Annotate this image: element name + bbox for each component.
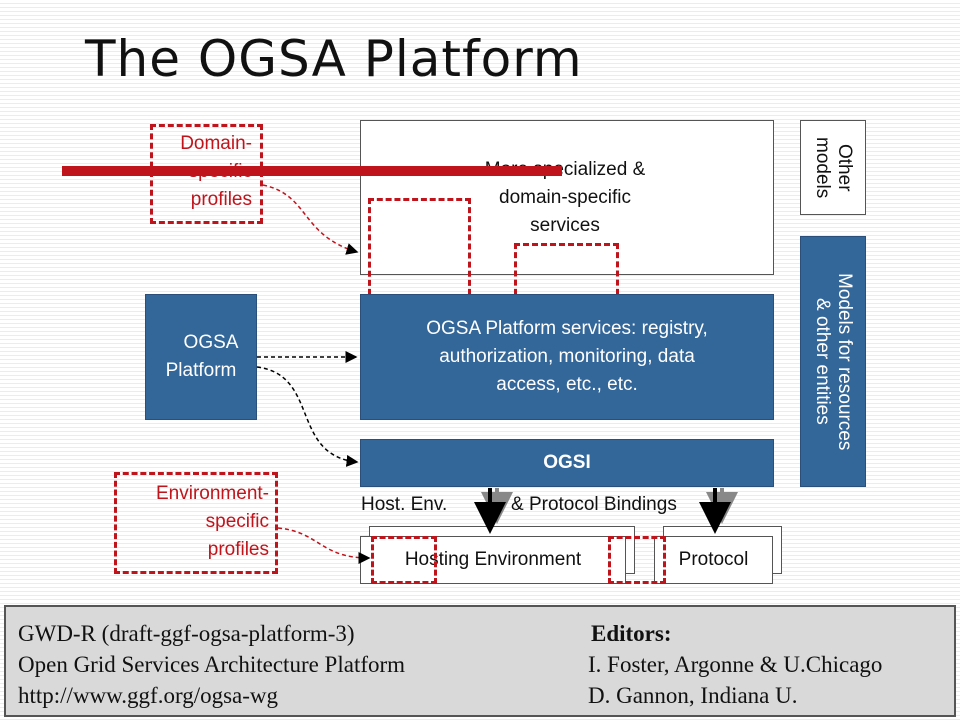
models-resources-box: Models for resources & other entities	[800, 236, 866, 487]
arrow-domain-to-services	[262, 184, 359, 255]
specialized-line3: services	[530, 215, 600, 236]
dashed-marker-protocol	[608, 536, 666, 584]
platform-services-box: OGSA Platform services: registry, author…	[360, 294, 774, 420]
footer-editor-2: D. Gannon, Indiana U.	[588, 683, 798, 708]
protocol-label: Protocol	[678, 549, 749, 570]
footer-doc-title: Open Grid Services Architecture Platform	[18, 652, 406, 677]
other-models-line2: models	[812, 136, 833, 199]
ogsa-platform-line1: OGSA	[183, 332, 239, 353]
ogsi-label: OGSI	[543, 452, 591, 473]
specialized-services-box	[360, 120, 774, 275]
env-profiles-line1: Environment-	[156, 483, 269, 504]
footer-doc-id: GWD-R (draft-ggf-ogsa-platform-3)	[18, 621, 355, 646]
arrow-env-to-hosting	[277, 527, 371, 564]
footer-panel: GWD-R (draft-ggf-ogsa-platform-3) Open G…	[4, 605, 956, 717]
host-env-label: Host. Env.	[361, 494, 448, 515]
page-title: The OGSA Platform	[85, 30, 583, 88]
ogsa-platform-box: OGSA Platform	[145, 294, 257, 420]
hosting-environment-label: Hosting Environment	[404, 549, 582, 570]
env-profiles-line3: profiles	[207, 539, 269, 560]
env-profiles-label: Environment- specific profiles	[114, 480, 269, 564]
red-highlight-bar	[62, 166, 562, 176]
footer-editor-1: I. Foster, Argonne & U.Chicago	[588, 652, 883, 677]
other-models-box: Other models	[800, 120, 866, 215]
footer-editors-label: Editors:	[591, 621, 672, 646]
protocol-bindings-label: & Protocol Bindings	[511, 494, 677, 515]
footer-url: http://www.ggf.org/ogsa-wg	[18, 683, 279, 708]
platform-services-line1: OGSA Platform services: registry,	[426, 318, 708, 339]
protocol-box: Protocol	[654, 536, 773, 584]
other-models-line1: Other	[834, 143, 855, 192]
domain-profiles-line3: profiles	[190, 189, 252, 210]
env-profiles-line2: specific	[205, 511, 269, 532]
hosting-environment-box: Hosting Environment	[360, 536, 626, 584]
platform-services-line3: access, etc., etc.	[496, 374, 638, 395]
arrow-platform-to-ogsi	[256, 366, 359, 467]
domain-profiles-line1: Domain-	[180, 133, 252, 154]
ogsi-box: OGSI	[360, 439, 774, 487]
platform-services-line2: authorization, monitoring, data	[439, 346, 695, 367]
ogsa-platform-line2: Platform	[165, 360, 237, 381]
specialized-line2: domain-specific	[499, 187, 631, 208]
models-resources-line2: & other entities	[812, 298, 833, 425]
env-profiles-box	[114, 472, 278, 574]
models-resources-line1: Models for resources	[834, 272, 855, 451]
dashed-marker-hosting	[371, 536, 437, 584]
